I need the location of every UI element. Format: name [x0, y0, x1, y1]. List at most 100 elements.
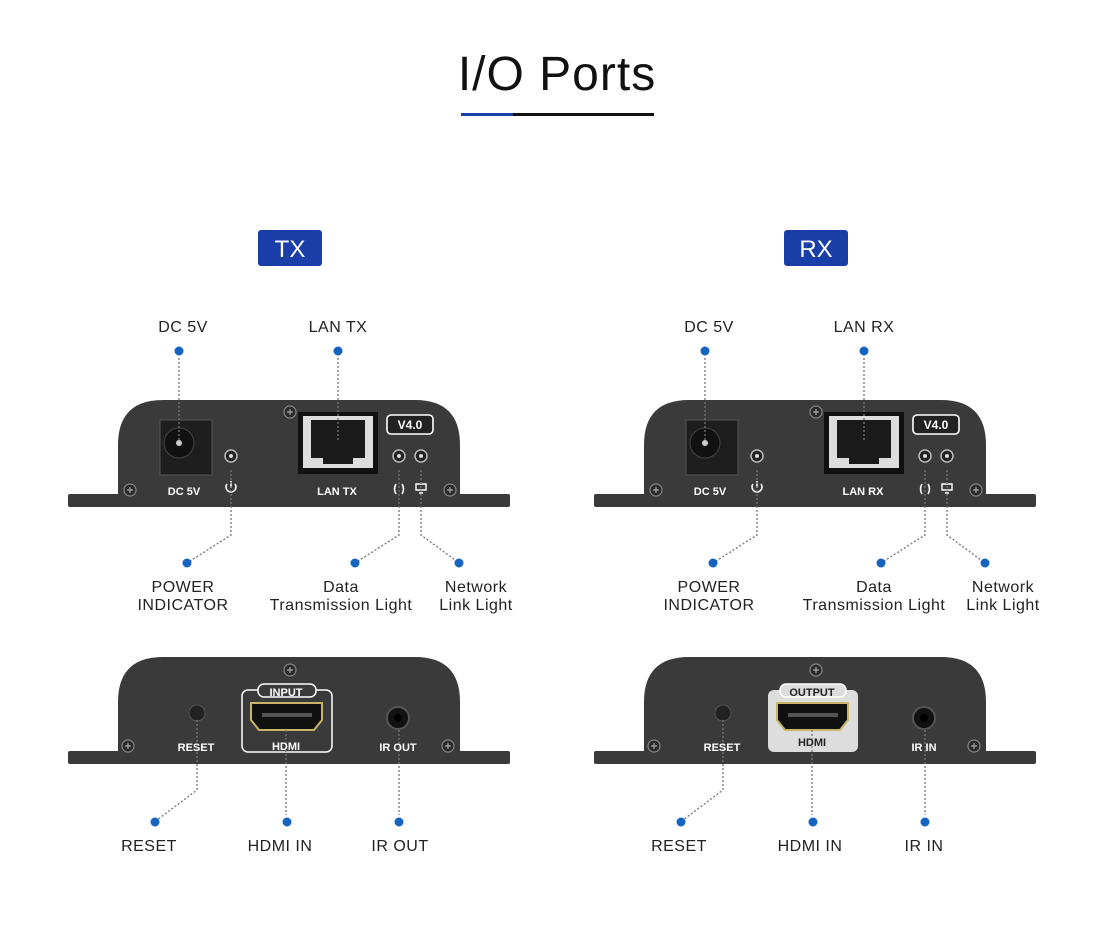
callout-dot — [876, 558, 886, 568]
device-label-dc: DC 5V — [168, 486, 201, 498]
callout-dot — [350, 558, 360, 568]
screw-cross — [445, 743, 451, 749]
callout-dot — [700, 346, 710, 356]
callout-dot — [174, 346, 184, 356]
callout-net-2: Link Light — [966, 597, 1040, 614]
device-label-lan: LAN TX — [317, 486, 357, 498]
reset-button-icon — [188, 704, 206, 722]
screw-cross — [813, 409, 819, 415]
device-label-hdmi: HDMI — [798, 737, 826, 749]
screw-cross — [127, 487, 133, 493]
hdmi-tag — [257, 683, 317, 698]
callout-data-1: Data — [856, 579, 892, 596]
callout-leader — [354, 470, 400, 564]
screw-cross — [813, 667, 819, 673]
callout-lan: LAN RX — [834, 319, 895, 336]
callout-ir: IR IN — [905, 838, 944, 855]
rx-badge — [784, 230, 848, 266]
dc-pin — [176, 440, 182, 446]
callout-dot — [980, 558, 990, 568]
device-label-reset: RESET — [178, 742, 215, 754]
rx-section: RX DC 5V LAN RX V4.0 DC 5V LAN RX POWER … — [594, 230, 1040, 855]
callout-net-2: Link Light — [439, 597, 513, 614]
callout-reset: RESET — [121, 838, 177, 855]
screw-cross — [973, 487, 979, 493]
callout-data-2: Transmission Light — [270, 597, 413, 614]
mounting-flange — [594, 751, 1036, 764]
ir-jack-hole — [920, 714, 928, 722]
callout-leader — [156, 720, 198, 821]
led-core — [397, 454, 401, 458]
callout-leader — [946, 470, 986, 564]
callout-power-2: INDICATOR — [137, 597, 228, 614]
tx-front-panel — [68, 346, 510, 568]
callout-dc: DC 5V — [684, 319, 734, 336]
rx-badge-label: RX — [799, 236, 832, 263]
callout-leader — [712, 470, 758, 564]
device-label-hdmi-top: OUTPUT — [789, 687, 835, 699]
callout-data-1: Data — [323, 579, 359, 596]
data-transmission-icon — [393, 483, 405, 495]
version-label: V4.0 — [398, 418, 423, 432]
screw-cross — [287, 667, 293, 673]
mounting-flange — [68, 494, 510, 507]
callout-leader — [682, 720, 724, 821]
screw-cross — [287, 409, 293, 415]
tx-section: TX DC 5V LAN TX V4.0 DC 5V LAN TX POWER … — [68, 230, 513, 855]
callout-lan: LAN TX — [309, 319, 368, 336]
callout-leader — [420, 470, 460, 564]
hdmi-tag — [779, 683, 847, 698]
data-transmission-icon — [919, 483, 931, 495]
callout-hdmi: HDMI IN — [248, 838, 313, 855]
led-core — [755, 454, 759, 458]
rj45-socket — [311, 420, 365, 464]
tx-badge — [258, 230, 322, 266]
screw-cross — [447, 487, 453, 493]
title-underline — [513, 113, 654, 116]
title-underline-accent — [461, 113, 513, 116]
network-link-icon — [415, 483, 427, 494]
callout-dot — [394, 817, 404, 827]
dc-pin — [702, 440, 708, 446]
callout-power-1: POWER — [152, 579, 215, 596]
callout-dot — [708, 558, 718, 568]
device-label-reset: RESET — [704, 742, 741, 754]
page-title: I/O Ports — [458, 48, 656, 101]
device-label-ir: IR IN — [911, 742, 936, 754]
callout-dot — [182, 558, 192, 568]
callout-dc: DC 5V — [158, 319, 208, 336]
led-core — [419, 454, 423, 458]
callout-dot — [859, 346, 869, 356]
mounting-flange — [594, 494, 1036, 507]
tx-back-panel — [68, 657, 510, 827]
rx-back-panel — [594, 657, 1036, 827]
callout-ir: IR OUT — [371, 838, 428, 855]
led-core — [923, 454, 927, 458]
callout-hdmi: HDMI IN — [778, 838, 843, 855]
callout-dot — [282, 817, 292, 827]
screw-cross — [125, 743, 131, 749]
version-badge — [386, 414, 434, 435]
callout-dot — [150, 817, 160, 827]
led-core — [229, 454, 233, 458]
device-label-dc: DC 5V — [694, 486, 727, 498]
callout-dot — [808, 817, 818, 827]
callout-net-1: Network — [972, 579, 1035, 596]
screw-cross — [651, 743, 657, 749]
device-label-lan: LAN RX — [843, 486, 885, 498]
rj45-socket — [837, 420, 891, 464]
hdmi-pins — [788, 713, 838, 717]
version-label: V4.0 — [924, 418, 949, 432]
callout-net-1: Network — [445, 579, 508, 596]
device-label-ir: IR OUT — [379, 742, 417, 754]
callout-leader — [186, 470, 232, 564]
callout-dot — [676, 817, 686, 827]
callout-dot — [333, 346, 343, 356]
led-core — [945, 454, 949, 458]
callout-dot — [920, 817, 930, 827]
callout-power-1: POWER — [678, 579, 741, 596]
reset-button-icon — [714, 704, 732, 722]
device-label-hdmi-top: INPUT — [270, 687, 303, 699]
rx-front-panel — [594, 346, 1036, 568]
